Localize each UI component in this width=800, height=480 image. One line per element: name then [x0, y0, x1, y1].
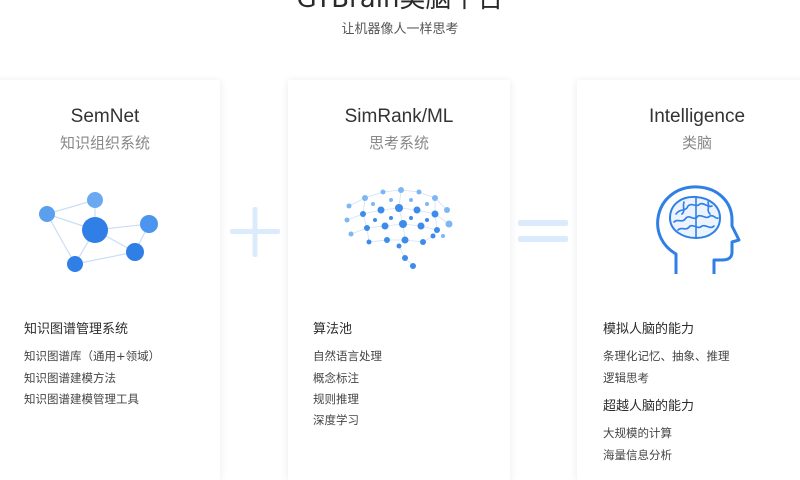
plus-icon: [230, 207, 280, 257]
head-brain-icon: [577, 184, 800, 280]
section-heading: 算法池: [313, 322, 353, 337]
card-subtitle: 知识组织系统: [59, 134, 150, 152]
list-item: 知识图谱建模方法: [24, 371, 116, 385]
equals-icon: [518, 220, 568, 242]
head-brain-icon: [656, 185, 741, 274]
list-item: 逻辑思考: [603, 371, 649, 385]
list-item: 条理化记忆、抽象、推理: [603, 349, 730, 363]
list-item: 深度学习: [313, 413, 359, 427]
card-simrank: SimRank/ML 思考系统: [288, 80, 510, 480]
section-heading: 超越人脑的能力: [603, 399, 695, 414]
section-heading: 模拟人脑的能力: [603, 322, 695, 337]
list-item: 大规模的计算: [603, 426, 672, 440]
card-title: SimRank/ML: [344, 106, 454, 127]
page-subtitle: 让机器像人一样思考: [341, 22, 459, 37]
card-intelligence: Intelligence 类脑 模拟人脑的能力 条理化记忆、抽象、推理 逻辑思考…: [577, 80, 800, 480]
list-item: 知识图谱建模管理工具: [24, 392, 139, 406]
list-item: 知识图谱库（通用+领域）: [24, 349, 161, 363]
list-item: 自然语言处理: [313, 349, 382, 363]
section-heading: 知识图谱管理系统: [24, 322, 129, 337]
network-graph-icon: [39, 192, 158, 272]
dot-brain-icon: [344, 187, 453, 269]
card-subtitle: 思考系统: [368, 134, 429, 152]
list-item: 海量信息分析: [603, 448, 672, 462]
card-title: SemNet: [70, 106, 140, 127]
card-subtitle: 类脑: [681, 134, 712, 152]
network-graph-icon: [0, 184, 220, 280]
card-title: Intelligence: [648, 106, 746, 127]
card-semnet: SemNet 知识组织系统 知识图谱管理系统 知识图谱库（通用+领域） 知识图: [0, 80, 220, 480]
page-title: GYBrain类脑平台: [0, 0, 800, 16]
list-item: 规则推理: [313, 392, 359, 406]
list-item: 概念标注: [313, 371, 359, 385]
dot-brain-icon: [288, 184, 510, 280]
